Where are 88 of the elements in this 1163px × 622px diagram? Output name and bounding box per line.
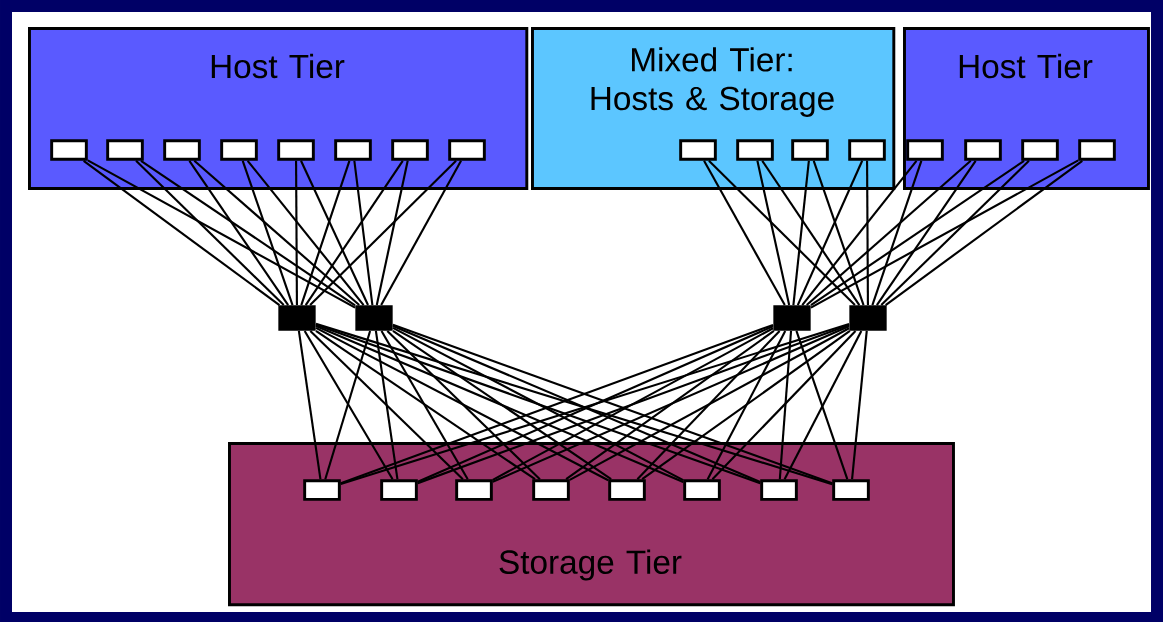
connector-line bbox=[315, 325, 684, 484]
connector-line bbox=[315, 326, 609, 482]
connector-line bbox=[324, 330, 372, 480]
connector-line bbox=[756, 160, 791, 306]
port-box bbox=[791, 139, 829, 161]
connector-line bbox=[295, 160, 298, 306]
connector-line bbox=[801, 160, 918, 306]
connector-line bbox=[300, 160, 369, 306]
connector-line bbox=[246, 160, 365, 306]
connector-line bbox=[241, 160, 294, 306]
port-box bbox=[455, 479, 493, 501]
port-box bbox=[163, 139, 201, 161]
switch-box bbox=[773, 305, 811, 331]
connector-line bbox=[706, 330, 787, 480]
switch-box bbox=[849, 305, 887, 331]
connector-line bbox=[810, 159, 1079, 309]
connector-line bbox=[309, 160, 457, 306]
port-box bbox=[391, 139, 429, 161]
connector-line bbox=[806, 160, 972, 306]
connector-line bbox=[392, 329, 612, 481]
connector-line bbox=[880, 160, 1030, 306]
connector-line bbox=[380, 330, 469, 480]
tier-panel: Host Tier bbox=[28, 27, 529, 190]
connector-line bbox=[708, 160, 856, 306]
tier-panel: Mixed Tier: Hosts & Storage bbox=[531, 27, 896, 190]
connector-line bbox=[778, 330, 793, 480]
connector-line bbox=[783, 330, 863, 480]
connector-line bbox=[303, 330, 394, 480]
connector-line bbox=[188, 160, 290, 306]
port-box bbox=[303, 479, 341, 501]
connector-line bbox=[812, 160, 865, 306]
connector-line bbox=[703, 160, 786, 306]
port-box bbox=[277, 139, 315, 161]
port-box bbox=[964, 139, 1002, 161]
port-box bbox=[848, 139, 886, 161]
tier-panel: Storage Tier bbox=[228, 442, 955, 607]
port-box bbox=[50, 139, 88, 161]
port-box bbox=[906, 139, 944, 161]
port-box bbox=[683, 479, 721, 501]
connector-line bbox=[871, 160, 923, 306]
connector-line bbox=[392, 326, 684, 482]
connector-line bbox=[569, 327, 850, 481]
connector-line bbox=[315, 329, 536, 481]
port-box bbox=[832, 479, 870, 501]
connector-line bbox=[761, 160, 861, 306]
port-box bbox=[608, 479, 646, 501]
port-box bbox=[532, 479, 570, 501]
connector-line bbox=[353, 160, 374, 306]
connector-line bbox=[492, 325, 850, 483]
connector-line bbox=[810, 159, 1025, 307]
connector-line bbox=[83, 159, 281, 306]
connector-line bbox=[380, 160, 462, 306]
port-box bbox=[220, 139, 258, 161]
port-box bbox=[679, 139, 717, 161]
connector-line bbox=[87, 159, 356, 309]
connector-line bbox=[135, 160, 285, 306]
connector-line bbox=[386, 330, 541, 480]
port-box bbox=[760, 479, 798, 501]
connector-line bbox=[636, 330, 781, 480]
connector-line bbox=[374, 330, 399, 480]
connector-line bbox=[492, 327, 774, 481]
port-box bbox=[448, 139, 486, 161]
connector-line bbox=[796, 160, 864, 306]
connector-line bbox=[565, 330, 775, 481]
port-box bbox=[106, 139, 144, 161]
port-box bbox=[736, 139, 774, 161]
connector-line bbox=[193, 160, 360, 306]
connector-line bbox=[140, 159, 356, 307]
connector-line bbox=[792, 160, 810, 306]
connector-line bbox=[641, 330, 851, 481]
connector-line bbox=[300, 160, 351, 306]
connector-line bbox=[866, 160, 869, 306]
switch-box bbox=[278, 305, 316, 331]
connector-line bbox=[297, 330, 322, 480]
connector-line bbox=[795, 330, 849, 480]
connector-line bbox=[851, 330, 868, 480]
connector-line bbox=[711, 330, 857, 480]
switch-box bbox=[355, 305, 393, 331]
connector-line bbox=[375, 160, 409, 306]
connector-line bbox=[876, 160, 977, 306]
port-box bbox=[1078, 139, 1116, 161]
port-box bbox=[1021, 139, 1059, 161]
connector-line bbox=[304, 160, 404, 306]
connector-line bbox=[309, 330, 464, 480]
connector-line bbox=[885, 159, 1083, 306]
port-box bbox=[334, 139, 372, 161]
port-box bbox=[380, 479, 418, 501]
tier-panel: Host Tier bbox=[903, 27, 1150, 190]
